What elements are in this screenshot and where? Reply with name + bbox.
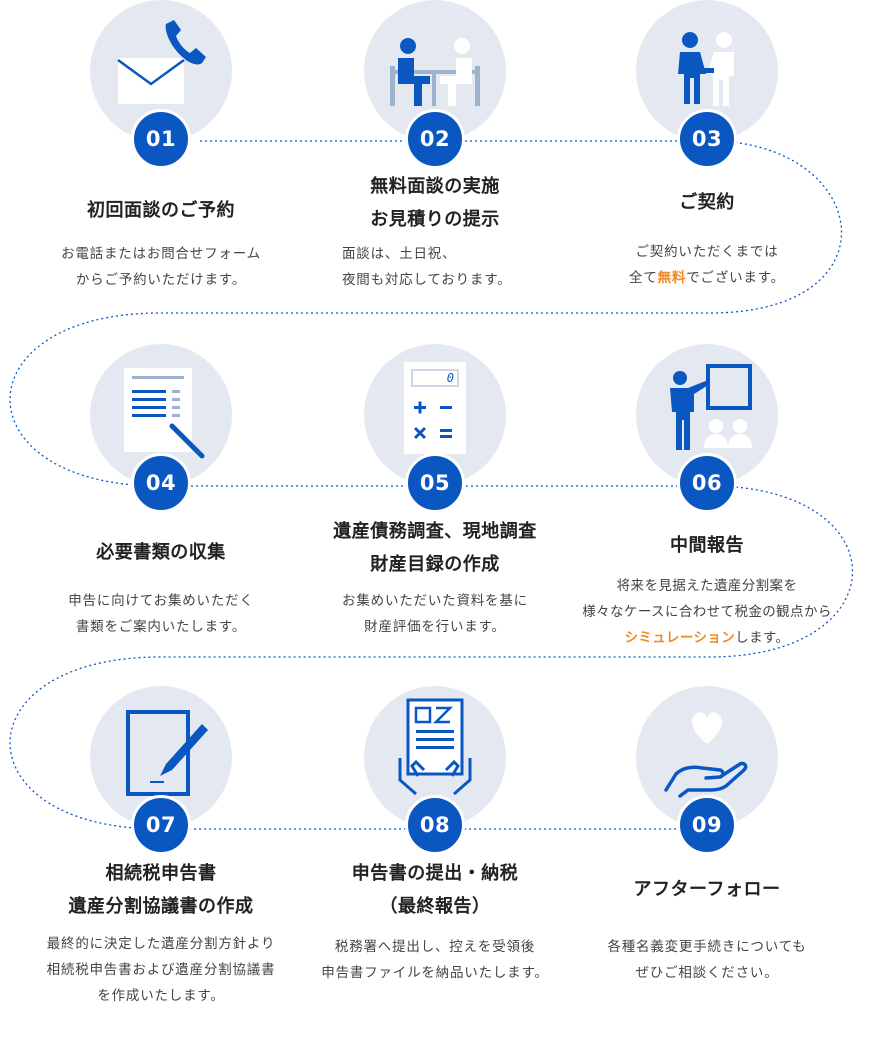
- step-number-badge: 02: [405, 109, 465, 169]
- presentation-icon: [670, 364, 752, 450]
- step-description: 申告に向けてお集めいただく 書類をご案内いたします。: [68, 593, 254, 635]
- step-icon-circle: [90, 686, 232, 828]
- step-number-badge: 01: [131, 109, 191, 169]
- step-number-badge: 09: [677, 795, 737, 855]
- step-description: 最終的に決定した遺産分割方針より 相続税申告書および遺産分割協議書 を作成いたし…: [46, 936, 276, 1004]
- step-title: 相続税申告書 遺産分割協議書の作成: [68, 863, 254, 917]
- step-icon-circle: [636, 344, 778, 486]
- step-title: 必要書類の収集: [96, 542, 226, 563]
- step-title: 遺産債務調査、現地調査 財産目録の作成: [333, 521, 537, 575]
- step-number-badge: 07: [131, 795, 191, 855]
- step-title: 無料面談の実施 お見積りの提示: [370, 176, 500, 230]
- step-description: ご契約いただくまでは 全て無料でございます。: [629, 244, 785, 286]
- meeting-icon: [390, 38, 480, 106]
- step-description: お電話またはお問合せフォーム からご予約いただけます。: [61, 246, 261, 288]
- step-title: アフターフォロー: [633, 879, 781, 900]
- step-icon-circle: [364, 0, 506, 142]
- step-title: 初回面談のご予約: [87, 200, 235, 221]
- free-highlight: 無料: [657, 270, 687, 286]
- step-description: 各種名義変更手続きについても ぜひご相談ください。: [607, 939, 807, 981]
- calculator-icon: 0: [404, 362, 466, 454]
- step-description: 面談は、土日祝、 夜間も対応しております。: [342, 246, 512, 288]
- step-number-badge: 06: [677, 453, 737, 513]
- step-number-badge: 08: [405, 795, 465, 855]
- document-icon: [124, 368, 205, 459]
- simulation-highlight: シミュレーション: [624, 630, 736, 646]
- mail-phone-icon: [117, 20, 206, 104]
- step-title: 申告書の提出・納税 （最終報告）: [351, 863, 519, 917]
- submit-form-icon: [398, 698, 472, 796]
- step-description: お集めいただいた資料を基に 財産評価を行います。: [342, 593, 528, 635]
- step-title: 中間報告: [670, 535, 744, 556]
- step-number-badge: 05: [405, 453, 465, 513]
- step-description: 将来を見据えた遺産分割案を 様々なケースに合わせて税金の観点から シミュレーショ…: [582, 578, 832, 646]
- step-number-badge: 03: [677, 109, 737, 169]
- step-title: ご契約: [679, 192, 735, 213]
- handshake-icon: [678, 32, 734, 106]
- step-icon-circle: 0: [364, 344, 506, 486]
- step-number-badge: 04: [131, 453, 191, 513]
- step-description: 税務署へ提出し、控えを受領後 申告書ファイルを納品いたします。: [321, 939, 549, 981]
- svg-text:0: 0: [447, 371, 454, 385]
- pen-form-icon: [126, 710, 208, 796]
- heart-hand-icon: [664, 712, 748, 798]
